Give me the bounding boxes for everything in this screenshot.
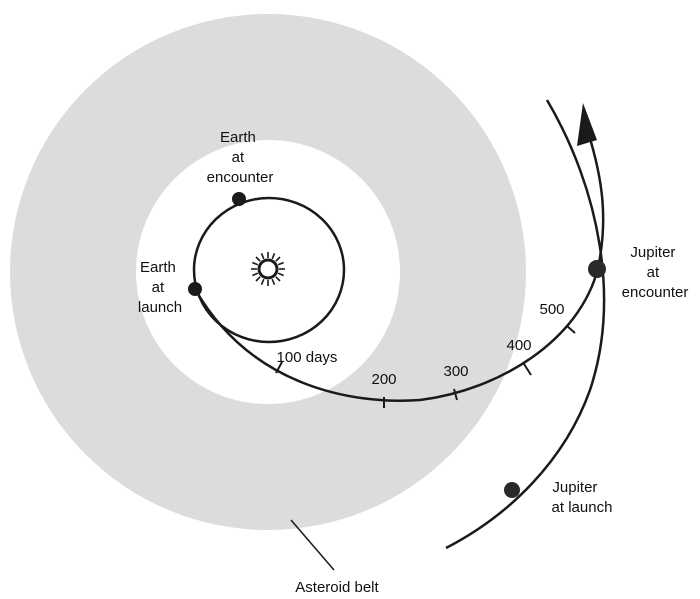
- earth-orbit: [192, 196, 346, 344]
- jupiter-at-launch-marker: [504, 482, 520, 498]
- earth-encounter-label: Earth at encounter: [207, 129, 274, 186]
- earth-at-encounter-marker: [232, 192, 246, 206]
- tick-500: [566, 325, 576, 334]
- jupiter-launch-label: Jupiter at launch: [552, 479, 613, 516]
- asteroid-belt-label: Asteroid belt: [295, 579, 379, 596]
- tick-300: [453, 388, 458, 401]
- jupiter-at-encounter-marker: [588, 260, 606, 278]
- asteroid-belt-leader: [290, 519, 335, 571]
- tick-label-400: 400: [506, 337, 531, 354]
- tick-label-100: 100 days: [277, 349, 338, 366]
- tick-400: [523, 363, 532, 376]
- jupiter-encounter-label: Jupiter at encounter: [622, 244, 689, 301]
- trajectory-arrowhead: [577, 103, 597, 146]
- earth-launch-label: Earth at launch: [138, 259, 182, 316]
- tick-label-500: 500: [539, 301, 564, 318]
- spacecraft-trajectory: [193, 131, 605, 402]
- earth-at-launch-marker: [188, 282, 202, 296]
- jupiter-orbit: [445, 99, 606, 550]
- tick-100: [275, 361, 283, 374]
- tick-label-300: 300: [443, 363, 468, 380]
- sun-icon: [251, 252, 285, 286]
- tick-label-200: 200: [371, 371, 396, 388]
